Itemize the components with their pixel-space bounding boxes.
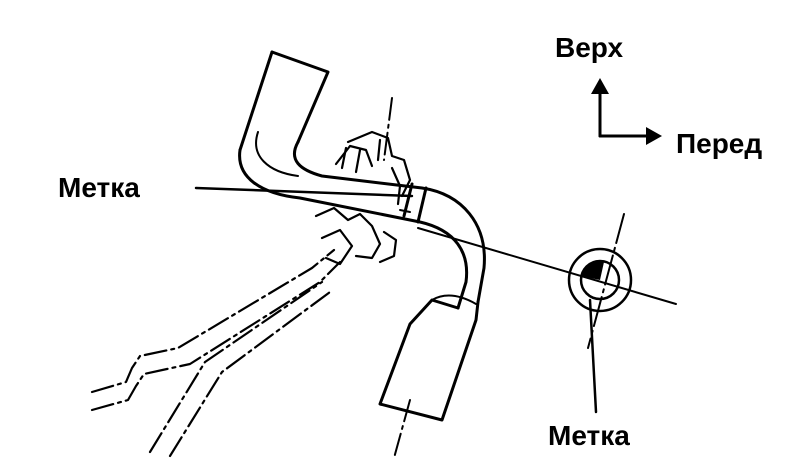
- bracket-lines: [90, 248, 342, 458]
- arrowheads: [591, 78, 662, 145]
- leader-bottom: [588, 298, 598, 414]
- direction-arrows-icon: [598, 88, 652, 138]
- center-line-top: [383, 97, 393, 161]
- alignment-mark-icon: [567, 213, 633, 349]
- label-mark-left: Метка: [58, 172, 140, 203]
- label-front: Перед: [676, 128, 763, 159]
- alignment-line: [417, 227, 677, 305]
- arrow-up-head: [591, 78, 609, 94]
- label-mark-bottom: Метка: [548, 420, 630, 451]
- arrow-right-head: [646, 127, 662, 145]
- leader-left: [194, 186, 414, 198]
- clamp-bracket: [314, 130, 412, 266]
- hose: [238, 50, 486, 422]
- label-up: Верх: [555, 32, 624, 63]
